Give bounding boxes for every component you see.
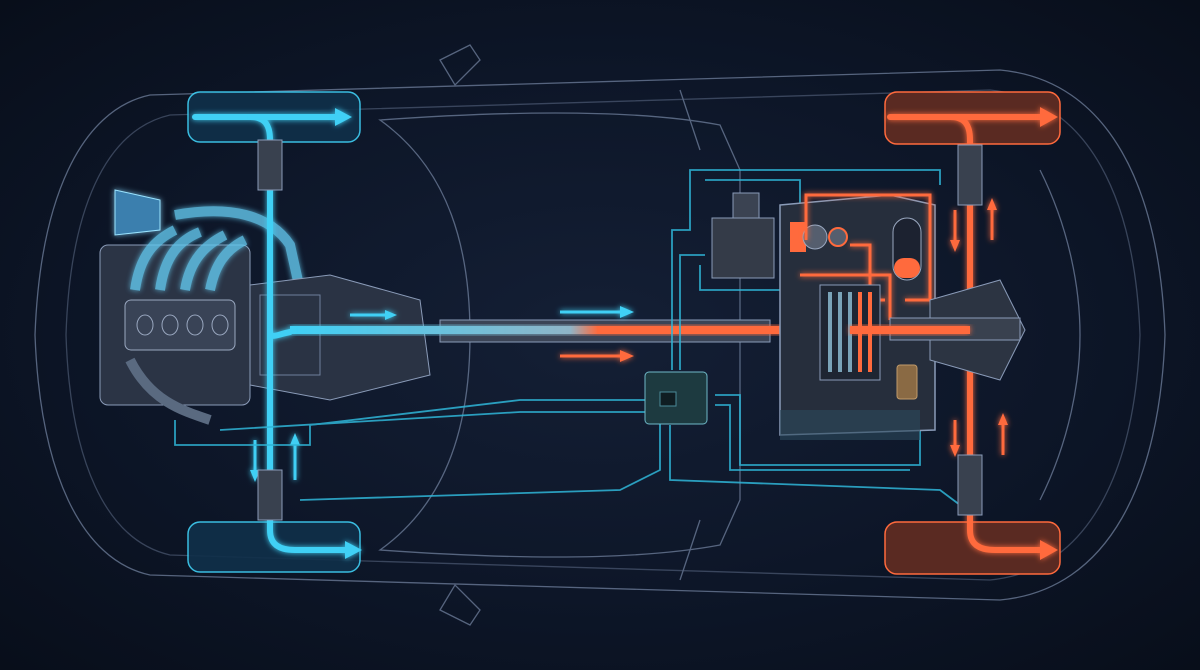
- air-filter-icon: [114, 189, 161, 236]
- ecu-chip-icon: [644, 371, 708, 425]
- rear-differential-icon: [850, 279, 1026, 381]
- engine-icon: [99, 206, 305, 425]
- valve-block-icon: [711, 192, 775, 279]
- cv-joints: [257, 139, 983, 521]
- oil-filter-icon: [896, 364, 918, 400]
- accumulator-icon: [892, 217, 922, 281]
- hydraulic-pump-icon: [790, 222, 848, 252]
- control-wiring: [174, 169, 961, 506]
- car-outline: [34, 44, 1166, 626]
- flow-arrow-icon: [250, 107, 1058, 560]
- driveshaft-icon: [290, 319, 850, 343]
- gearbox-icon: [249, 274, 431, 401]
